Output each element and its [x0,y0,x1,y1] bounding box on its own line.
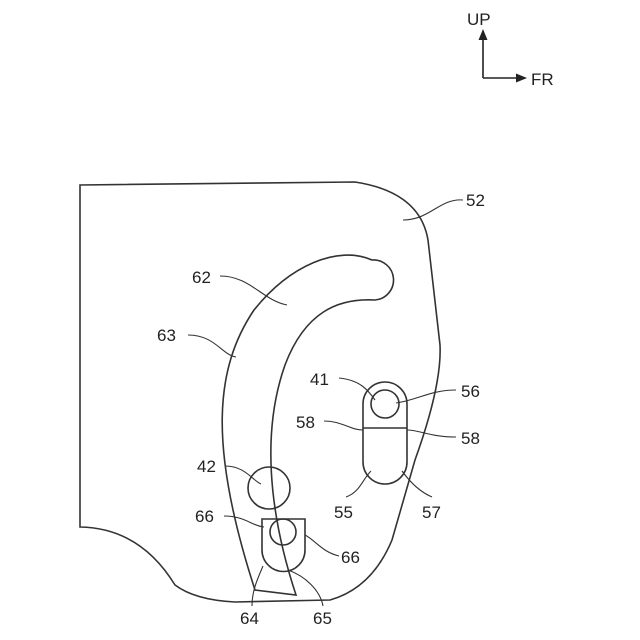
label-56: 56 [461,382,480,401]
reference-numerals: 52 62 63 41 56 58 58 42 55 57 66 66 64 6… [157,191,485,628]
fr-arrow-head [516,74,527,83]
label-62: 62 [192,268,211,287]
leader-57 [402,471,432,497]
lower-lock-slot [262,519,305,572]
label-66-left: 66 [195,507,214,526]
plate-outline [80,182,440,602]
leader-66-left [224,516,264,527]
leader-55 [346,471,371,497]
label-52: 52 [466,191,485,210]
label-65: 65 [313,609,332,628]
label-58-right: 58 [461,429,480,448]
up-arrow-head [479,29,488,40]
pin-42 [248,467,290,509]
label-64: 64 [240,609,259,628]
label-63: 63 [157,326,176,345]
label-66-right: 66 [341,548,360,567]
orientation-indicator: UP FR [467,10,554,89]
label-57: 57 [422,503,441,522]
label-41: 41 [310,370,329,389]
leader-lines [188,200,463,606]
label-58-left: 58 [296,413,315,432]
right-lock-slot [363,382,407,484]
leader-63 [188,335,236,357]
leader-42 [225,466,261,484]
up-label: UP [467,10,491,29]
lower-slot-upper-circle [270,519,296,545]
leader-58-right [407,430,456,437]
label-42: 42 [197,457,216,476]
leader-66-right [305,535,339,556]
right-slot-outline [363,382,407,484]
leader-62 [220,276,287,305]
label-55: 55 [334,503,353,522]
pin-41 [371,390,399,418]
leader-58-left [324,421,363,430]
fr-label: FR [531,70,554,89]
leader-52 [403,200,463,220]
